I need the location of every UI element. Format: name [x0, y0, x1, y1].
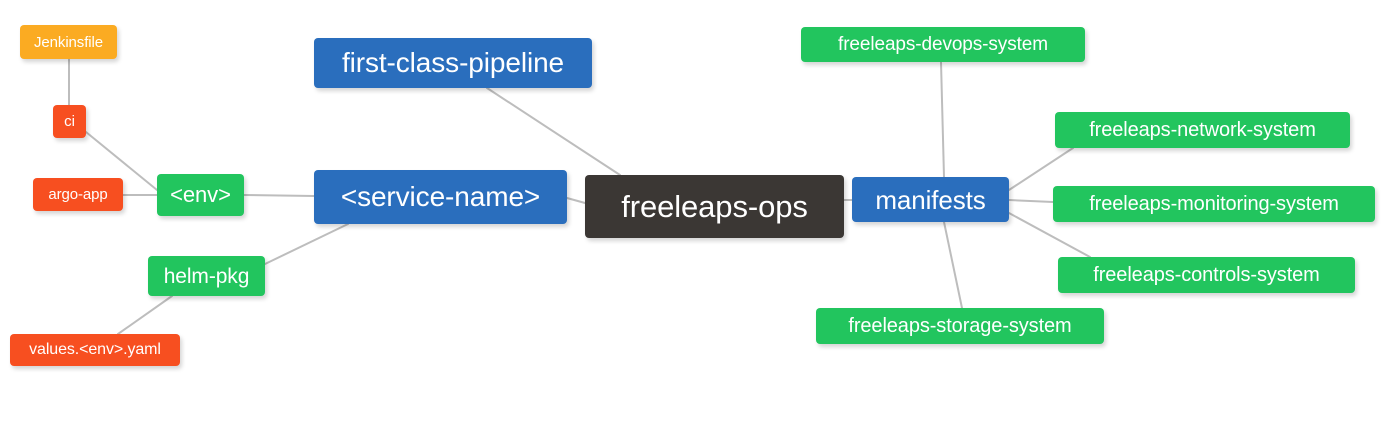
node-first-class-pipeline[interactable]: first-class-pipeline — [314, 38, 592, 88]
node-ci[interactable]: ci — [53, 105, 86, 138]
node-values-yaml[interactable]: values.<env>.yaml — [10, 334, 180, 366]
node-env[interactable]: <env> — [157, 174, 244, 216]
node-jenkinsfile[interactable]: Jenkinsfile — [20, 25, 117, 59]
node-argo-app[interactable]: argo-app — [33, 178, 123, 211]
edge-manifests-to-network-system — [1008, 147, 1074, 191]
node-storage-system[interactable]: freeleaps-storage-system — [816, 308, 1104, 344]
node-monitoring-system[interactable]: freeleaps-monitoring-system — [1053, 186, 1375, 222]
edge-devops-system-to-manifests — [940, 61, 945, 178]
edge-service-name-to-helm-pkg — [264, 223, 349, 265]
edge-helm-pkg-to-values-yaml — [117, 295, 173, 335]
node-network-system[interactable]: freeleaps-network-system — [1055, 112, 1350, 148]
node-freeleaps-ops[interactable]: freeleaps-ops — [585, 175, 844, 238]
node-controls-system[interactable]: freeleaps-controls-system — [1058, 257, 1355, 293]
edge-manifests-to-monitoring-system — [1008, 199, 1054, 203]
edge-service-name-to-freeleaps-ops — [566, 197, 586, 204]
node-helm-pkg[interactable]: helm-pkg — [148, 256, 265, 296]
edge-manifests-to-storage-system — [943, 221, 963, 309]
node-manifests[interactable]: manifests — [852, 177, 1009, 222]
edge-first-class-pipeline-to-freeleaps-ops — [486, 87, 621, 176]
node-devops-system[interactable]: freeleaps-devops-system — [801, 27, 1085, 62]
node-service-name[interactable]: <service-name> — [314, 170, 567, 224]
edge-env-to-service-name — [243, 194, 315, 197]
